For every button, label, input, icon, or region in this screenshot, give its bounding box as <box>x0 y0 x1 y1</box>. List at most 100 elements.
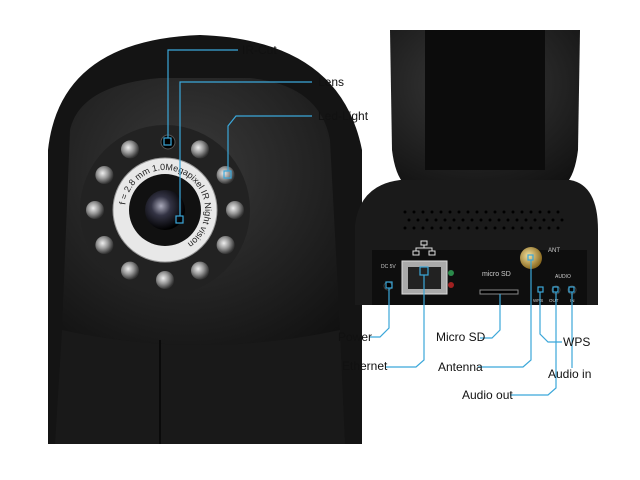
vent-hole <box>412 210 416 214</box>
vent-holes <box>403 210 564 230</box>
micro-sd-slot <box>479 289 519 295</box>
label-led-light: Led-Light <box>318 109 369 123</box>
vent-hole <box>533 218 537 222</box>
label-audio-in: Audio in <box>548 367 591 381</box>
left-camera-photo: f = 2.8 mm 1.0Megapixel IR Night vision <box>48 30 362 444</box>
status-led-green <box>448 270 454 276</box>
vent-hole <box>547 210 551 214</box>
vent-hole <box>457 226 461 230</box>
vent-hole <box>439 226 443 230</box>
vent-hole <box>452 218 456 222</box>
right-camera-photo: DC 5V micro SD ANT AUDIO WPS OUT IN <box>355 30 598 305</box>
vent-hole <box>479 218 483 222</box>
label-antenna: Antenna <box>438 360 483 374</box>
antenna-connector <box>520 247 542 269</box>
vent-hole <box>529 226 533 230</box>
vent-hole <box>556 226 560 230</box>
vent-hole <box>484 210 488 214</box>
vent-hole <box>493 226 497 230</box>
ant-text: ANT <box>548 248 560 254</box>
power-leader <box>370 288 390 338</box>
vent-hole <box>547 226 551 230</box>
vent-hole <box>502 210 506 214</box>
micro-sd-leader <box>480 294 501 339</box>
ir-led <box>156 271 174 289</box>
ir-led-array <box>86 140 244 289</box>
vent-hole <box>484 226 488 230</box>
ir-led <box>191 261 209 280</box>
label-lens: Lens <box>318 75 344 89</box>
label-wps: WPS <box>563 335 590 349</box>
ir-led <box>95 236 114 254</box>
left-leader-lines <box>163 49 312 224</box>
vent-hole <box>542 218 546 222</box>
vent-hole <box>403 210 407 214</box>
wps-text: WPS <box>533 298 543 303</box>
antenna-leader <box>478 260 532 368</box>
vent-hole <box>475 226 479 230</box>
vent-hole <box>560 218 564 222</box>
vent-hole <box>493 210 497 214</box>
right-leader-lines <box>370 254 575 396</box>
vent-hole <box>497 218 501 222</box>
lens-leader <box>179 81 312 216</box>
vent-hole <box>551 218 555 222</box>
audio-text: AUDIO <box>555 274 571 280</box>
audio-out-leader <box>510 292 557 396</box>
power-port <box>383 281 393 291</box>
dc-5v-text: DC 5V <box>381 264 396 270</box>
vent-hole <box>434 218 438 222</box>
vent-hole <box>520 226 524 230</box>
label-audio-out: Audio out <box>462 388 513 402</box>
vent-hole <box>457 210 461 214</box>
network-icon <box>412 240 436 256</box>
vent-hole <box>448 210 452 214</box>
vent-hole <box>461 218 465 222</box>
vent-hole <box>430 210 434 214</box>
vent-hole <box>511 210 515 214</box>
led-light-leader <box>227 115 312 171</box>
ir-led <box>216 166 235 184</box>
vent-hole <box>412 226 416 230</box>
vent-hole <box>407 218 411 222</box>
wps-leader <box>539 292 562 343</box>
vent-hole <box>511 226 515 230</box>
vent-hole <box>488 218 492 222</box>
vent-hole <box>430 226 434 230</box>
ir-led <box>121 261 139 280</box>
out-text: OUT <box>549 298 559 303</box>
vent-hole <box>475 210 479 214</box>
vent-hole <box>506 218 510 222</box>
ir-led <box>226 201 244 219</box>
ir-cut-leader <box>167 49 238 138</box>
vent-hole <box>515 218 519 222</box>
vent-hole <box>470 218 474 222</box>
status-led-red <box>448 282 454 288</box>
ir-led <box>191 140 209 159</box>
vent-hole <box>439 210 443 214</box>
ir-led <box>86 201 104 219</box>
vent-hole <box>538 226 542 230</box>
ir-led <box>121 140 139 159</box>
ethernet-leader <box>386 275 425 368</box>
label-ethernet: Ethernet <box>342 359 388 373</box>
vent-hole <box>538 210 542 214</box>
vent-hole <box>556 210 560 214</box>
lens-glass <box>145 190 185 230</box>
ir-led <box>95 166 114 184</box>
vent-hole <box>421 226 425 230</box>
vent-hole <box>466 210 470 214</box>
label-ir-cut: IR-Cut <box>242 43 277 57</box>
ir-led <box>216 236 235 254</box>
vent-hole <box>529 210 533 214</box>
vent-hole <box>416 218 420 222</box>
vent-hole <box>502 226 506 230</box>
vent-hole <box>520 210 524 214</box>
vent-hole <box>421 210 425 214</box>
vent-hole <box>425 218 429 222</box>
label-micro-sd: Micro SD <box>436 330 486 344</box>
micro-sd-text: micro SD <box>482 271 511 278</box>
vent-hole <box>403 226 407 230</box>
vent-hole <box>524 218 528 222</box>
